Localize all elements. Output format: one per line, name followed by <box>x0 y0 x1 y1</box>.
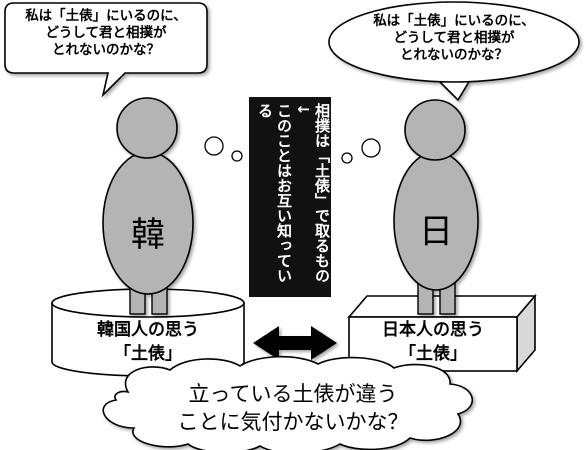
right-speech-line-3: とれないのかな？ <box>400 47 508 63</box>
center-note-line-1: 相撲は「土俵」で取るもの <box>313 103 331 283</box>
right-speech-text: 私は「土俵」にいるのに、 どうして君と相撲が とれないのかな？ <box>346 13 562 64</box>
left-platform-line-2: 「土俵」 <box>114 344 182 364</box>
right-platform-label: 日本人の思う 「土俵」 <box>351 318 515 366</box>
double-arrow-icon <box>253 326 337 360</box>
bottom-cloud-line-2: ことに気付かないかな？ <box>177 410 409 434</box>
left-platform <box>51 288 245 377</box>
left-speech-bubble <box>4 2 208 98</box>
right-thought-circle-large <box>361 138 381 158</box>
left-speech-line-1: 私は「土俵」にいるのに、 <box>25 8 187 24</box>
left-speech-line-2: どうして君と相撲が <box>45 25 167 41</box>
bottom-cloud-text: 立っている土俵が違う ことに気付かないかな？ <box>140 380 446 436</box>
left-platform-label: 韓国人の思う 「土俵」 <box>56 318 240 366</box>
right-person-label: 日 <box>419 212 453 252</box>
right-thought-circle-small <box>341 152 353 164</box>
right-speech-line-1: 私は「土俵」にいるのに、 <box>373 13 535 29</box>
center-note-line-3: このことはお互い知っている <box>256 103 293 283</box>
right-speech-bubble <box>328 1 580 102</box>
center-note-text: 相撲は「土俵」で取るもの ↓ このことはお互い知っている <box>255 103 331 293</box>
left-platform-line-1: 韓国人の思う <box>97 320 199 340</box>
left-thought-circle-large <box>204 136 224 156</box>
right-platform-line-2: 「土俵」 <box>399 344 467 364</box>
left-speech-line-3: とれないのかな？ <box>52 42 160 58</box>
center-note-box <box>249 97 331 297</box>
center-note-arrow: ↓ <box>294 103 312 116</box>
left-person <box>102 97 194 315</box>
right-person <box>393 99 479 315</box>
bottom-cloud-line-1: 立っている土俵が違う <box>188 382 398 406</box>
left-thought-circle-small <box>231 150 243 162</box>
right-platform-line-1: 日本人の思う <box>382 320 484 340</box>
right-speech-line-2: どうして君と相撲が <box>393 30 515 46</box>
left-speech-text: 私は「土俵」にいるのに、 どうして君と相撲が とれないのかな？ <box>8 8 204 59</box>
left-person-label: 韓 <box>131 215 165 255</box>
bottom-cloud <box>102 355 474 450</box>
